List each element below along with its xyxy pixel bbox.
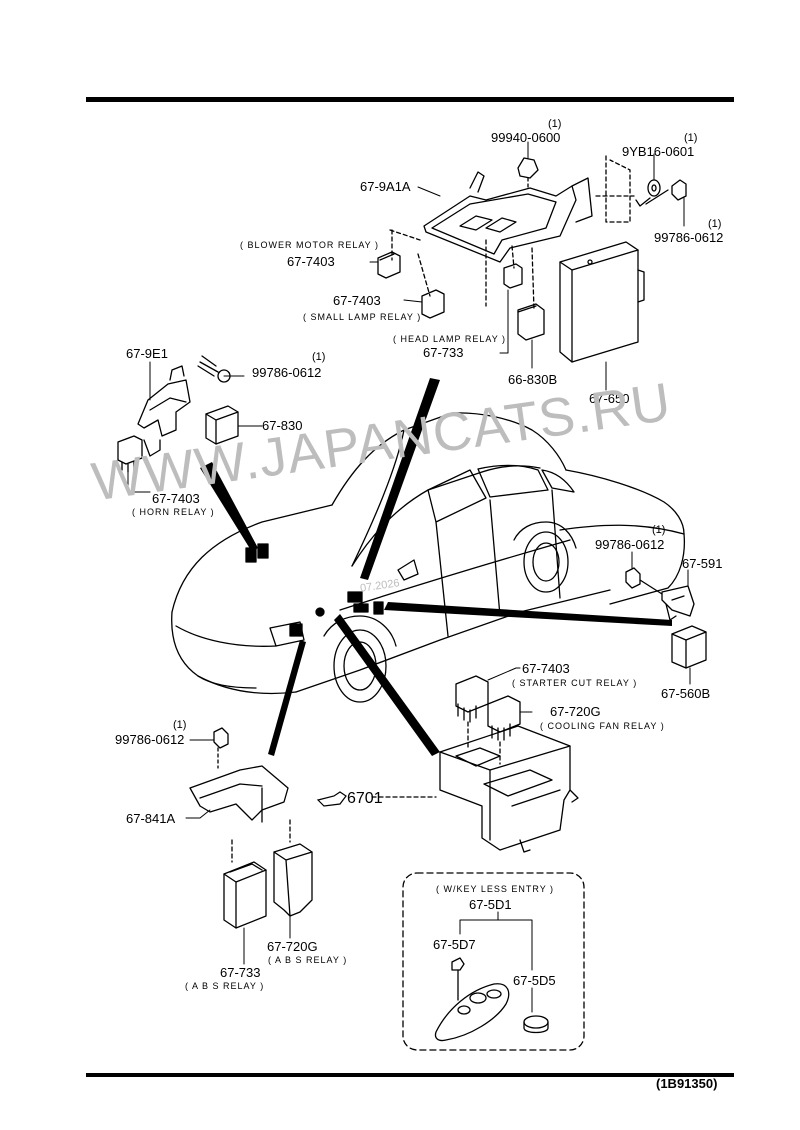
relay-horn xyxy=(117,435,143,473)
screw-bottom xyxy=(213,727,229,769)
part-67-7403-small-lamp: 67-7403 xyxy=(333,293,381,308)
part-67-830: 67-830 xyxy=(262,418,303,433)
part-67-591: 67-591 xyxy=(682,556,723,571)
part-99940-0600: 99940-0600 xyxy=(491,130,561,145)
part-67-9e1: 67-9E1 xyxy=(126,346,168,361)
bracket-9e1 xyxy=(137,365,191,457)
fuse-block-6701 xyxy=(439,725,579,853)
part-99786-0612-top: 99786-0612 xyxy=(654,230,724,245)
part-67-9a1a: 67-9A1A xyxy=(360,179,411,194)
dashed-guides-fuse xyxy=(371,721,501,798)
bracket-9a1a xyxy=(423,171,593,263)
part-67-720g-abs: 67-720G xyxy=(267,939,318,954)
part-66-830b: 66-830B xyxy=(508,372,558,387)
part-9yb16-0601: 9YB16-0601 xyxy=(622,144,695,159)
part-67-5d1: 67-5D1 xyxy=(469,897,512,912)
part-67-650: 67-650 xyxy=(589,391,630,406)
relay-830 xyxy=(205,405,239,445)
part-99786-0612-left: 99786-0612 xyxy=(252,365,322,380)
control-unit-650 xyxy=(559,241,645,363)
nut-99940 xyxy=(517,157,539,191)
caption-abs-relay-2: ( A B S RELAY ) xyxy=(185,981,265,991)
relays-fuse xyxy=(455,675,521,741)
bracket-591 xyxy=(661,585,695,621)
relays-top xyxy=(377,251,545,341)
bolt-right xyxy=(625,567,663,595)
relays-abs xyxy=(223,843,313,929)
caption-blower-motor-relay: ( BLOWER MOTOR RELAY ) xyxy=(240,240,380,250)
qty-9yb16: (1) xyxy=(684,132,698,144)
diagram-code: (1B91350) xyxy=(656,1076,718,1091)
part-67-733-head-lamp: 67-733 xyxy=(423,345,464,360)
caption-horn-relay: ( HORN RELAY ) xyxy=(132,507,215,517)
qty-99786-right: (1) xyxy=(652,524,666,536)
caption-keyless-entry: ( W/KEY LESS ENTRY ) xyxy=(436,884,555,894)
qty-99786-left: (1) xyxy=(312,351,326,363)
top-rule xyxy=(86,97,734,102)
leader-lines xyxy=(127,141,691,1013)
dashed-guides-abs xyxy=(231,819,291,863)
part-67-5d5: 67-5D5 xyxy=(513,973,556,988)
part-67-7403-starter: 67-7403 xyxy=(522,661,570,676)
screw-left xyxy=(197,355,231,383)
bolt-9yb16 xyxy=(635,179,687,207)
caption-head-lamp-relay: ( HEAD LAMP RELAY ) xyxy=(393,334,507,344)
battery-5d5 xyxy=(523,1015,549,1034)
part-67-560b: 67-560B xyxy=(661,686,711,701)
screw-5d7 xyxy=(451,957,465,1001)
bracket-841a xyxy=(189,765,289,823)
qty-99940: (1) xyxy=(548,118,562,130)
leader-wedges xyxy=(200,378,672,756)
bottom-rule xyxy=(86,1073,734,1077)
part-67-841a: 67-841A xyxy=(126,811,176,826)
qty-99786-bottom: (1) xyxy=(173,719,187,731)
part-67-5d7: 67-5D7 xyxy=(433,937,476,952)
part-67-7403-blower: 67-7403 xyxy=(287,254,335,269)
caption-small-lamp-relay: ( SMALL LAMP RELAY ) xyxy=(303,312,422,322)
keyless-entry-box xyxy=(402,872,585,1051)
part-99786-0612-right: 99786-0612 xyxy=(595,537,665,552)
caption-cooling-fan-relay: ( COOLING FAN RELAY ) xyxy=(540,721,665,731)
part-67-720g-cooling-fan: 67-720G xyxy=(550,704,601,719)
pointing-hand-icon xyxy=(316,791,347,807)
caption-abs-relay-1: ( A B S RELAY ) xyxy=(268,955,348,965)
part-67-733-abs: 67-733 xyxy=(220,965,261,980)
caption-starter-cut-relay: ( STARTER CUT RELAY ) xyxy=(512,678,638,688)
qty-99786-top: (1) xyxy=(708,218,722,230)
part-6701: 6701 xyxy=(347,790,383,807)
key-fob xyxy=(434,983,510,1042)
part-99786-0612-bottom: 99786-0612 xyxy=(115,732,185,747)
part-67-7403-horn: 67-7403 xyxy=(152,491,200,506)
relay-560b xyxy=(671,625,707,669)
